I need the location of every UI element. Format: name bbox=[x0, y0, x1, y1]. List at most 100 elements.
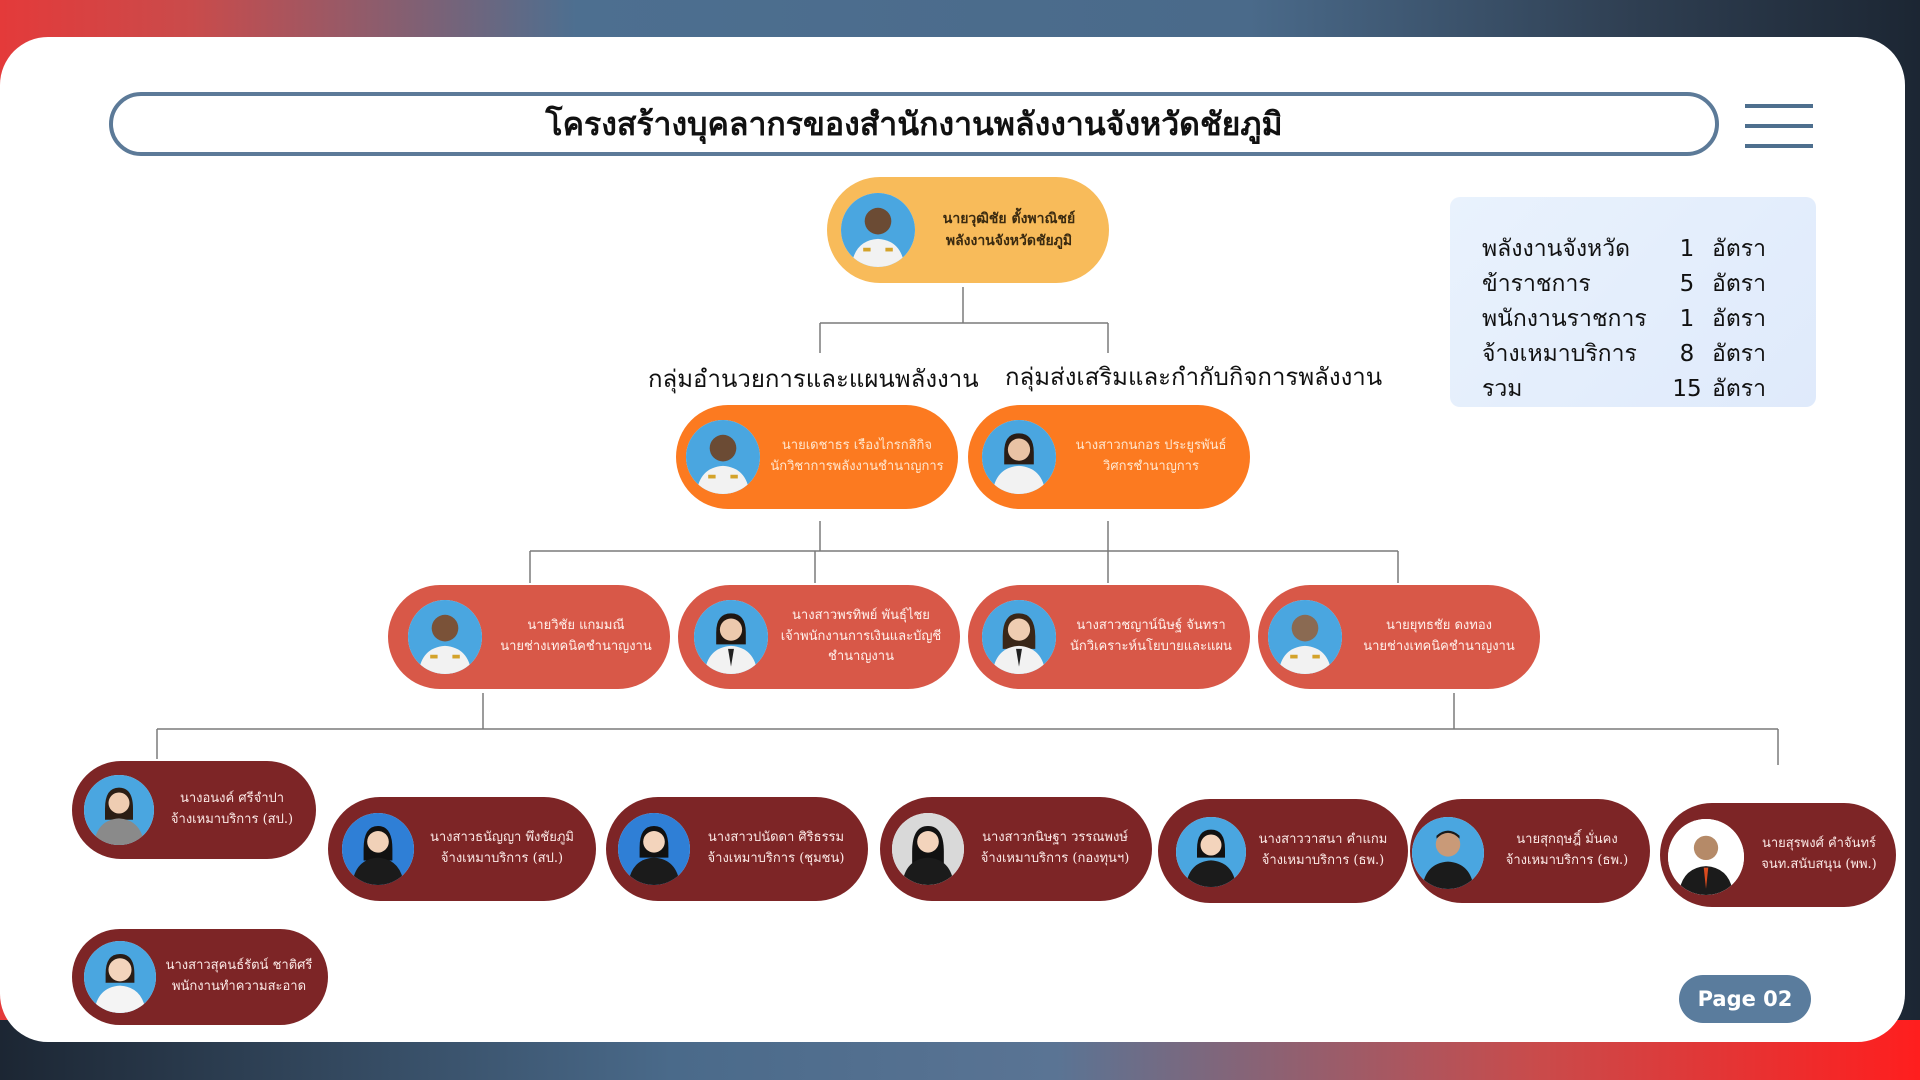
org-node-lead[interactable]: นางสาวกนกอร ประยูรพันธ์ วิศกรชำนาญการ bbox=[968, 405, 1250, 509]
person-portrait-icon bbox=[342, 813, 414, 885]
summary-label: พลังงานจังหวัด bbox=[1482, 235, 1631, 262]
org-node-staff[interactable]: นางอนงค์ ศรีจำปา จ้างเหมาบริการ (สป.) bbox=[72, 761, 316, 859]
person-position: นายช่างเทคนิคชำนาญงาน bbox=[1363, 639, 1515, 654]
page-number-badge: Page 02 bbox=[1679, 975, 1811, 1023]
org-node-text: นายยุทธชัย ดงทอง นายช่างเทคนิคชำนาญงาน bbox=[1346, 585, 1532, 689]
person-position: พลังงานจังหวัดชัยภูมิ bbox=[945, 233, 1073, 249]
summary-row: รวม 15 อัตรา bbox=[1482, 371, 1816, 406]
summary-row: พลังงานจังหวัด 1 อัตรา bbox=[1482, 231, 1816, 266]
person-name: นายยุทธชัย ดงทอง bbox=[1385, 618, 1492, 634]
org-connector-lines bbox=[156, 287, 1779, 765]
org-node-text: นางสาวธนัญญา พึงชัยภูมิ จ้างเหมาบริการ (… bbox=[414, 797, 590, 901]
person-position: พนักงานทำความสะอาด bbox=[171, 979, 307, 994]
org-node-officer[interactable]: นายยุทธชัย ดงทอง นายช่างเทคนิคชำนาญงาน bbox=[1258, 585, 1540, 689]
person-name: นางสาววาสนา คำแกม bbox=[1258, 832, 1388, 848]
summary-unit: อัตรา bbox=[1712, 235, 1767, 262]
person-position: จ้างเหมาบริการ (กองทุนฯ) bbox=[980, 851, 1130, 866]
summary-count: 8 bbox=[1679, 340, 1695, 367]
staff-summary-box: พลังงานจังหวัด 1 อัตรา ข้าราชการ 5 อัตรา พนั… bbox=[1450, 197, 1816, 407]
org-node-officer[interactable]: นางสาวชญาน์นิษฐ์ จันทรา นักวิเคราะห์นโยบ… bbox=[968, 585, 1250, 689]
summary-unit: อัตรา bbox=[1712, 270, 1767, 297]
person-portrait-icon bbox=[1668, 819, 1744, 895]
person-portrait-icon bbox=[841, 193, 915, 267]
person-name: นางสาวธนัญญา พึงชัยภูมิ bbox=[430, 830, 574, 846]
hamburger-menu-icon[interactable] bbox=[1745, 102, 1813, 150]
org-node-staff[interactable]: นางสาววาสนา คำแกม จ้างเหมาบริการ (ธพ.) bbox=[1158, 799, 1408, 903]
person-name: นายเดชาธร เรืองไกรกสิกิจ bbox=[781, 438, 933, 454]
org-node-text: นายสุกฤษฎิ์ มั่นคง จ้างเหมาบริการ (ธพ.) bbox=[1488, 799, 1646, 903]
org-node-staff[interactable]: นายสุรพงศ์ คำจันทร์ จนท.สนับสนุน (พพ.) bbox=[1660, 803, 1896, 907]
org-node-text: นายสุรพงศ์ คำจันทร์ จนท.สนับสนุน (พพ.) bbox=[1746, 803, 1892, 907]
person-position: วิศกรชำนาญการ bbox=[1103, 459, 1199, 474]
summary-unit: อัตรา bbox=[1712, 340, 1767, 367]
org-node-staff[interactable]: นางสาวสุคนธ์รัตน์ ชาติศรี พนักงานทำความส… bbox=[72, 929, 328, 1025]
person-portrait-icon bbox=[892, 813, 964, 885]
org-node-text: นางอนงค์ ศรีจำปา จ้างเหมาบริการ (สป.) bbox=[154, 761, 310, 859]
person-name: นายสุกฤษฎิ์ มั่นคง bbox=[1516, 832, 1618, 848]
person-name: นายวิชัย แกมมณี bbox=[527, 618, 625, 634]
org-node-text: นางสาวพรทิพย์ พันธุ์ไชย เจ้าพนักงานการเง… bbox=[768, 585, 954, 689]
person-position-line2: ชำนาญงาน bbox=[828, 649, 894, 665]
org-node-text: นางสาวกนิษฐา วรรณพงษ์ จ้างเหมาบริการ (กอ… bbox=[964, 797, 1146, 901]
person-position: จ้างเหมาบริการ (สป.) bbox=[170, 812, 294, 827]
org-node-officer[interactable]: นายวิชัย แกมมณี นายช่างเทคนิคชำนาญงาน bbox=[388, 585, 670, 689]
summary-count: 1 bbox=[1679, 235, 1695, 262]
org-node-staff[interactable]: นางสาวปนัดดา ศิริธรรม จ้างเหมาบริการ (ชุ… bbox=[606, 797, 868, 901]
summary-label: พนักงานราชการ bbox=[1482, 305, 1647, 332]
person-position: จ้างเหมาบริการ (ชุมชน) bbox=[707, 851, 845, 866]
person-name: นางสาวปนัดดา ศิริธรรม bbox=[707, 830, 845, 846]
summary-label: รวม bbox=[1482, 375, 1523, 402]
group-label-admin: กลุ่มอำนวยการและแผนพลังงาน bbox=[648, 365, 979, 393]
person-portrait-icon bbox=[618, 813, 690, 885]
person-position: จ้างเหมาบริการ (ธพ.) bbox=[1505, 853, 1629, 868]
group-label-promotion: กลุ่มส่งเสริมและกำกับกิจการพลังงาน bbox=[1005, 363, 1383, 391]
person-name: นายวุฒิชัย ตั้งพาณิชย์ bbox=[942, 210, 1076, 227]
person-name: นางสาวสุคนธ์รัตน์ ชาติศรี bbox=[165, 958, 313, 974]
person-portrait-icon bbox=[686, 420, 760, 494]
person-position: นักวิเคราะห์นโยบายและแผน bbox=[1070, 639, 1232, 654]
person-portrait-icon bbox=[1176, 817, 1246, 887]
person-portrait-icon bbox=[982, 420, 1056, 494]
person-name: นางสาวกนกอร ประยูรพันธ์ bbox=[1075, 438, 1227, 454]
person-name: นางสาวพรทิพย์ พันธุ์ไชย bbox=[792, 607, 930, 623]
person-portrait-icon bbox=[84, 775, 154, 845]
summary-unit: อัตรา bbox=[1712, 375, 1767, 402]
person-name: นางสาวชญาน์นิษฐ์ จันทรา bbox=[1076, 618, 1226, 634]
person-portrait-icon bbox=[694, 600, 768, 674]
org-node-staff[interactable]: นางสาวกนิษฐา วรรณพงษ์ จ้างเหมาบริการ (กอ… bbox=[880, 797, 1152, 901]
summary-label: จ้างเหมาบริการ bbox=[1482, 340, 1637, 367]
person-position: จ้างเหมาบริการ (ธพ.) bbox=[1261, 853, 1385, 868]
page-title: โครงสร้างบุคลากรของสำนักงานพลังงานจังหวั… bbox=[109, 92, 1719, 156]
summary-label: ข้าราชการ bbox=[1482, 270, 1591, 297]
org-node-text: นางสาวชญาน์นิษฐ์ จันทรา นักวิเคราะห์นโยบ… bbox=[1060, 585, 1242, 689]
org-node-head[interactable]: นายวุฒิชัย ตั้งพาณิชย์ พลังงานจังหวัดชัย… bbox=[827, 177, 1109, 283]
org-node-text: นางสาววาสนา คำแกม จ้างเหมาบริการ (ธพ.) bbox=[1242, 799, 1404, 903]
person-name: นางสาวกนิษฐา วรรณพงษ์ bbox=[982, 830, 1128, 846]
person-position: จนท.สนับสนุน (พพ.) bbox=[1761, 857, 1877, 872]
person-position: นายช่างเทคนิคชำนาญงาน bbox=[500, 639, 652, 654]
org-node-officer[interactable]: นางสาวพรทิพย์ พันธุ์ไชย เจ้าพนักงานการเง… bbox=[678, 585, 960, 689]
org-node-text: นายวิชัย แกมมณี นายช่างเทคนิคชำนาญงาน bbox=[488, 585, 664, 689]
person-position: จ้างเหมาบริการ (สป.) bbox=[440, 851, 564, 866]
person-portrait-icon bbox=[1412, 817, 1484, 889]
org-node-text: นายวุฒิชัย ตั้งพาณิชย์ พลังงานจังหวัดชัย… bbox=[919, 177, 1099, 283]
slide-card: โครงสร้างบุคลากรของสำนักงานพลังงานจังหวั… bbox=[0, 37, 1905, 1042]
org-node-staff[interactable]: นายสุกฤษฎิ์ มั่นคง จ้างเหมาบริการ (ธพ.) bbox=[1410, 799, 1650, 903]
org-node-text: นางสาวกนกอร ประยูรพันธ์ วิศกรชำนาญการ bbox=[1060, 405, 1242, 509]
person-portrait-icon bbox=[84, 941, 156, 1013]
org-node-staff[interactable]: นางสาวธนัญญา พึงชัยภูมิ จ้างเหมาบริการ (… bbox=[328, 797, 596, 901]
summary-row: จ้างเหมาบริการ 8 อัตรา bbox=[1482, 336, 1816, 371]
org-node-text: นางสาวสุคนธ์รัตน์ ชาติศรี พนักงานทำความส… bbox=[156, 929, 322, 1025]
org-node-lead[interactable]: นายเดชาธร เรืองไกรกสิกิจ นักวิชาการพลังง… bbox=[676, 405, 958, 509]
org-node-text: นางสาวปนัดดา ศิริธรรม จ้างเหมาบริการ (ชุ… bbox=[690, 797, 862, 901]
org-node-text: นายเดชาธร เรืองไกรกสิกิจ นักวิชาการพลังง… bbox=[764, 405, 950, 509]
person-portrait-icon bbox=[408, 600, 482, 674]
person-name: นายสุรพงศ์ คำจันทร์ bbox=[1761, 836, 1877, 852]
summary-row: พนักงานราชการ 1 อัตรา bbox=[1482, 301, 1816, 336]
summary-unit: อัตรา bbox=[1712, 305, 1767, 332]
summary-count: 1 bbox=[1679, 305, 1695, 332]
summary-count: 15 bbox=[1672, 375, 1702, 402]
person-portrait-icon bbox=[1268, 600, 1342, 674]
summary-count: 5 bbox=[1679, 270, 1695, 297]
summary-row: ข้าราชการ 5 อัตรา bbox=[1482, 266, 1816, 301]
